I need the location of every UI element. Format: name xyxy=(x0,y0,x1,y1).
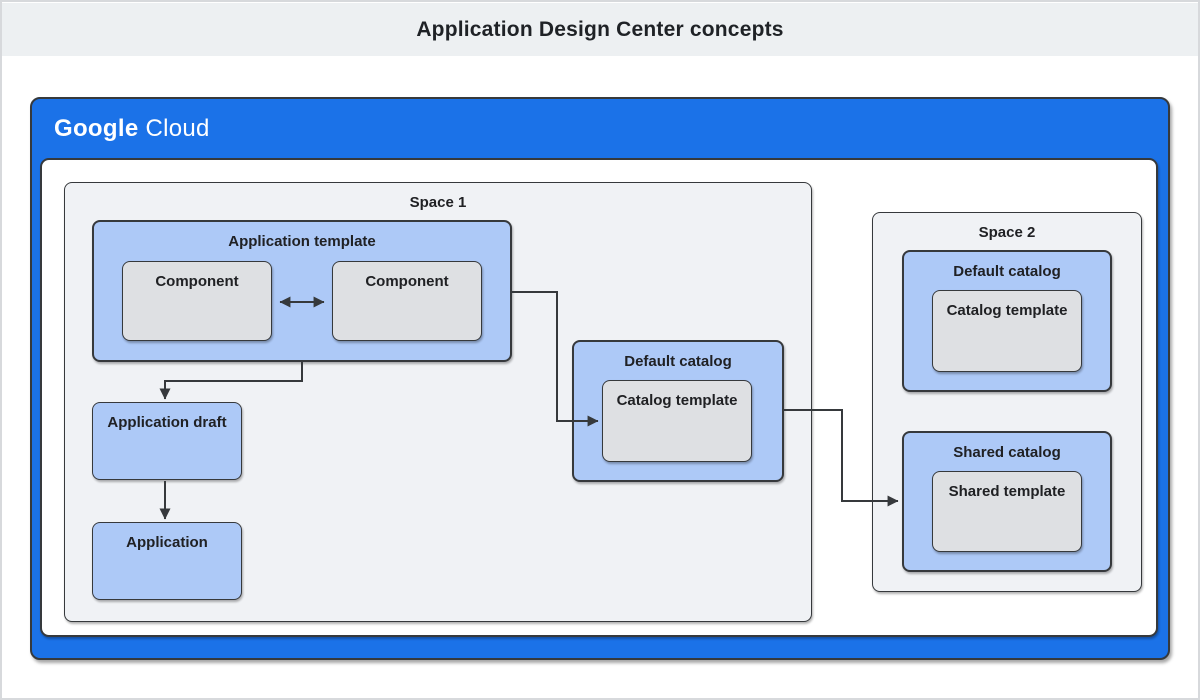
application-template-label: Application template xyxy=(228,233,376,250)
logo-google-text: Google xyxy=(54,115,139,142)
shared-template-label: Shared template xyxy=(948,483,1066,500)
default-catalog-space1-label: Default catalog xyxy=(624,353,732,370)
space-1-label: Space 1 xyxy=(409,194,467,211)
default-catalog-space2-label: Default catalog xyxy=(953,263,1061,280)
space-2-label: Space 2 xyxy=(978,224,1036,241)
shared-catalog-label: Shared catalog xyxy=(953,444,1061,461)
catalog-template-space2-label: Catalog template xyxy=(946,302,1068,319)
component-1-label: Component xyxy=(155,273,239,290)
component-box-1: Component xyxy=(122,261,272,341)
catalog-template-space1-box: Catalog template xyxy=(602,380,752,462)
component-box-2: Component xyxy=(332,261,482,341)
logo-cloud-text: Cloud xyxy=(145,115,210,142)
application-box: Application xyxy=(92,522,242,600)
component-2-label: Component xyxy=(365,273,449,290)
page-title: Application Design Center concepts xyxy=(416,17,784,41)
catalog-template-space1-label: Catalog template xyxy=(616,392,738,409)
catalog-template-space2-box: Catalog template xyxy=(932,290,1082,372)
application-draft-label: Application draft xyxy=(107,414,227,431)
application-draft-box: Application draft xyxy=(92,402,242,480)
shared-template-box: Shared template xyxy=(932,471,1082,552)
title-banner: Application Design Center concepts xyxy=(2,3,1198,56)
application-label: Application xyxy=(126,534,208,551)
